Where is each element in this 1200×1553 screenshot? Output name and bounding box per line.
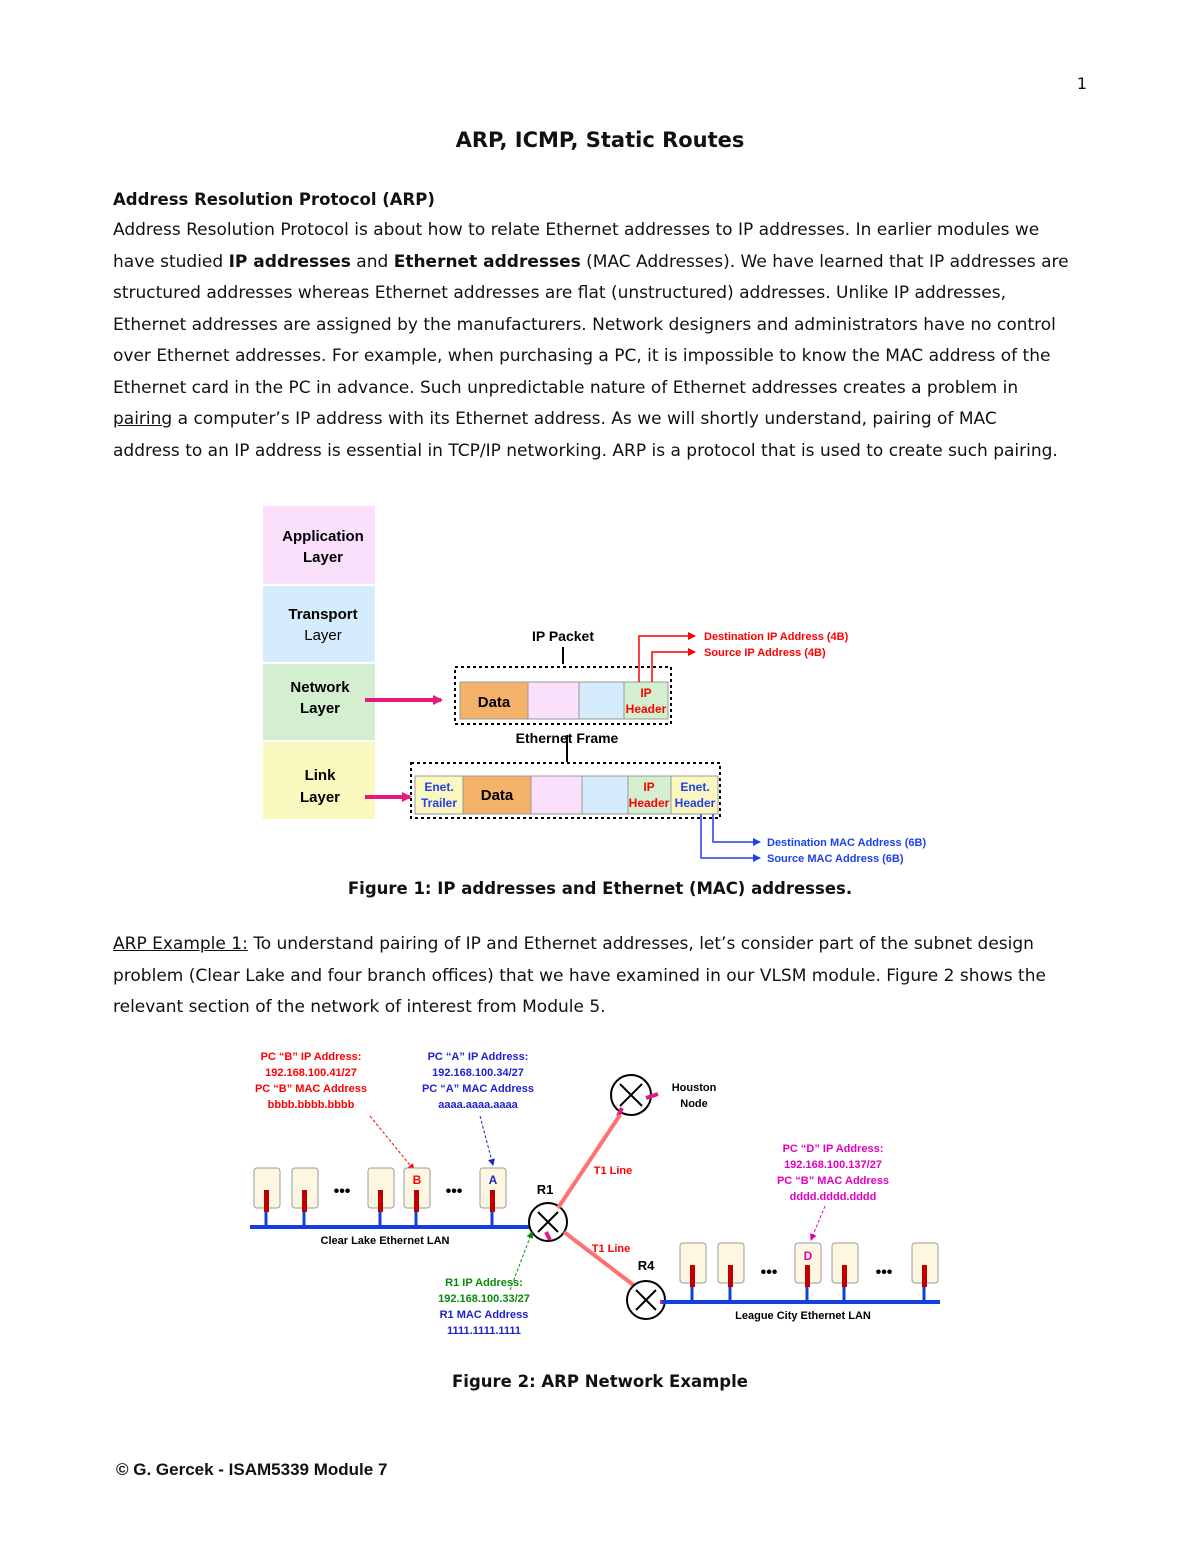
- pc-d-info: PC “D” IP Address: 192.168.100.137/27 PC…: [777, 1143, 889, 1203]
- svg-text:1111.1111.1111: 1111.1111.1111: [447, 1325, 521, 1337]
- svg-text:PC “A” IP Address:: PC “A” IP Address:: [428, 1051, 529, 1063]
- intro-line: structured addresses whereas Ethernet ad…: [113, 283, 1006, 303]
- link-layer-label: Layer: [300, 789, 340, 806]
- intro-paragraph: Address Resolution Protocol is about how…: [113, 215, 1093, 467]
- r4-label: R4: [638, 1258, 655, 1273]
- clear-lake-lan-label: Clear Lake Ethernet LAN: [321, 1235, 450, 1247]
- svg-text:dddd.dddd.dddd: dddd.dddd.dddd: [790, 1191, 877, 1203]
- ip-packet-border: [454, 666, 672, 725]
- page-number: 1: [1076, 74, 1087, 93]
- svg-text:R1 IP Address:: R1 IP Address:: [445, 1277, 523, 1289]
- svg-text:Enet.: Enet.: [424, 780, 453, 794]
- footer-copyright: © G. Gercek - ISAM5339 Module 7: [116, 1460, 388, 1479]
- pc-d-letter: D: [804, 1249, 813, 1263]
- svg-text:192.168.100.33/27: 192.168.100.33/27: [438, 1293, 530, 1305]
- intro-line: over Ethernet addresses. For example, wh…: [113, 346, 1051, 366]
- section-heading: Address Resolution Protocol (ARP): [113, 190, 435, 209]
- league-city-lan-label: League City Ethernet LAN: [735, 1310, 871, 1322]
- src-mac-label: Source MAC Address (6B): [767, 853, 904, 865]
- example-paragraph: ARP Example 1: To understand pairing of …: [113, 929, 1093, 1024]
- figure2-caption: Figure 2: ARP Network Example: [452, 1372, 748, 1391]
- svg-text:PC “D” IP Address:: PC “D” IP Address:: [783, 1143, 884, 1155]
- league-city-ellipsis: •••: [761, 1264, 778, 1281]
- application-layer-label: Layer: [303, 549, 343, 566]
- enet-ip-header-cell: [627, 775, 672, 815]
- transport-layer-box: [263, 586, 375, 662]
- clear-lake-ellipsis: •••: [446, 1183, 463, 1200]
- svg-text:PC “B” IP Address:: PC “B” IP Address:: [261, 1051, 362, 1063]
- svg-text:IP: IP: [640, 686, 651, 700]
- svg-text:PC “B” MAC Address: PC “B” MAC Address: [777, 1175, 889, 1187]
- clear-lake-ellipsis: •••: [334, 1183, 351, 1200]
- dest-mac-label: Destination MAC Address (6B): [767, 837, 926, 849]
- svg-text:Data: Data: [481, 787, 514, 804]
- r1-info: R1 IP Address: 192.168.100.33/27 R1 MAC …: [438, 1277, 530, 1337]
- ip-transport-cell: [578, 681, 625, 720]
- svg-text:Header: Header: [629, 796, 670, 810]
- network-layer-label: Layer: [300, 700, 340, 717]
- intro-line: Ethernet addresses are assigned by the m…: [113, 314, 1056, 335]
- svg-text:192.168.100.137/27: 192.168.100.137/27: [784, 1159, 882, 1171]
- example-line: problem (Clear Lake and four branch offi…: [113, 965, 1046, 986]
- figure1-caption: Figure 1: IP addresses and Ethernet (MAC…: [347, 879, 853, 898]
- enet-data-cell: [462, 775, 532, 815]
- figure1-diagram: Application Layer Transport Layer Networ…: [263, 506, 926, 865]
- houston-label: Houston: [672, 1082, 717, 1094]
- t1-line-r4: [562, 1230, 642, 1292]
- ip-app-cell: [527, 681, 580, 720]
- svg-text:R1 MAC Address: R1 MAC Address: [440, 1309, 529, 1321]
- application-layer-label: Application: [282, 528, 364, 545]
- link-layer-label: Link: [305, 767, 336, 784]
- ip-header-cell: [623, 681, 669, 720]
- t1-line-houston: [556, 1113, 622, 1210]
- t1-label: T1 Line: [592, 1243, 631, 1255]
- transport-layer-label: Transport: [288, 606, 357, 623]
- svg-text:Enet.: Enet.: [680, 780, 709, 794]
- league-city-pcs: [679, 1242, 939, 1302]
- ethernet-frame-border: [410, 762, 721, 819]
- svg-text:aaaa.aaaa.aaaa: aaaa.aaaa.aaaa: [438, 1099, 518, 1111]
- svg-text:Header: Header: [626, 702, 667, 716]
- pc-b-letter: B: [413, 1173, 422, 1187]
- intro-line: address to an IP address is essential in…: [113, 440, 1058, 461]
- example-line: relevant section of the network of inter…: [113, 997, 606, 1017]
- intro-line: Ethernet card in the PC in advance. Such…: [113, 377, 1019, 398]
- svg-text:Data: Data: [478, 694, 511, 711]
- figure2-diagram: PC “B” IP Address: 192.168.100.41/27 PC …: [250, 1051, 940, 1337]
- link-layer-box: [263, 742, 375, 819]
- r1-label: R1: [537, 1182, 554, 1197]
- page-title: ARP, ICMP, Static Routes: [455, 128, 745, 152]
- svg-text:Trailer: Trailer: [421, 796, 457, 810]
- league-city-ellipsis: •••: [876, 1264, 893, 1281]
- pc-a-letter: A: [489, 1173, 498, 1187]
- houston-label: Node: [680, 1098, 708, 1110]
- network-layer-box: [263, 664, 375, 740]
- svg-text:PC “A” MAC Address: PC “A” MAC Address: [422, 1083, 534, 1095]
- svg-text:PC “B” MAC Address: PC “B” MAC Address: [255, 1083, 367, 1095]
- clear-lake-pcs: [253, 1167, 507, 1227]
- svg-text:192.168.100.41/27: 192.168.100.41/27: [265, 1067, 357, 1079]
- example-line: ARP Example 1: To understand pairing of …: [113, 934, 1034, 954]
- svg-text:bbbb.bbbb.bbbb: bbbb.bbbb.bbbb: [268, 1099, 355, 1111]
- application-layer-box: [263, 506, 375, 584]
- pc-b-info: PC “B” IP Address: 192.168.100.41/27 PC …: [255, 1051, 367, 1111]
- dest-ip-label: Destination IP Address (4B): [704, 631, 849, 643]
- intro-line: have studied IP addresses and Ethernet a…: [113, 251, 1069, 272]
- enet-trailer-cell: [414, 775, 464, 815]
- network-layer-label: Network: [290, 679, 350, 696]
- ip-packet-label: IP Packet: [532, 628, 594, 644]
- pc-a-info: PC “A” IP Address: 192.168.100.34/27 PC …: [422, 1051, 534, 1111]
- intro-line: pairing a computer’s IP address with its…: [113, 409, 997, 429]
- svg-text:Header: Header: [675, 796, 716, 810]
- svg-text:IP: IP: [643, 780, 654, 794]
- intro-line: Address Resolution Protocol is about how…: [113, 220, 1040, 240]
- t1-label: T1 Line: [594, 1165, 633, 1177]
- src-ip-label: Source IP Address (4B): [704, 647, 826, 659]
- svg-text:192.168.100.34/27: 192.168.100.34/27: [432, 1067, 524, 1079]
- transport-layer-label: Layer: [304, 627, 342, 644]
- enet-header-cell: [670, 775, 719, 815]
